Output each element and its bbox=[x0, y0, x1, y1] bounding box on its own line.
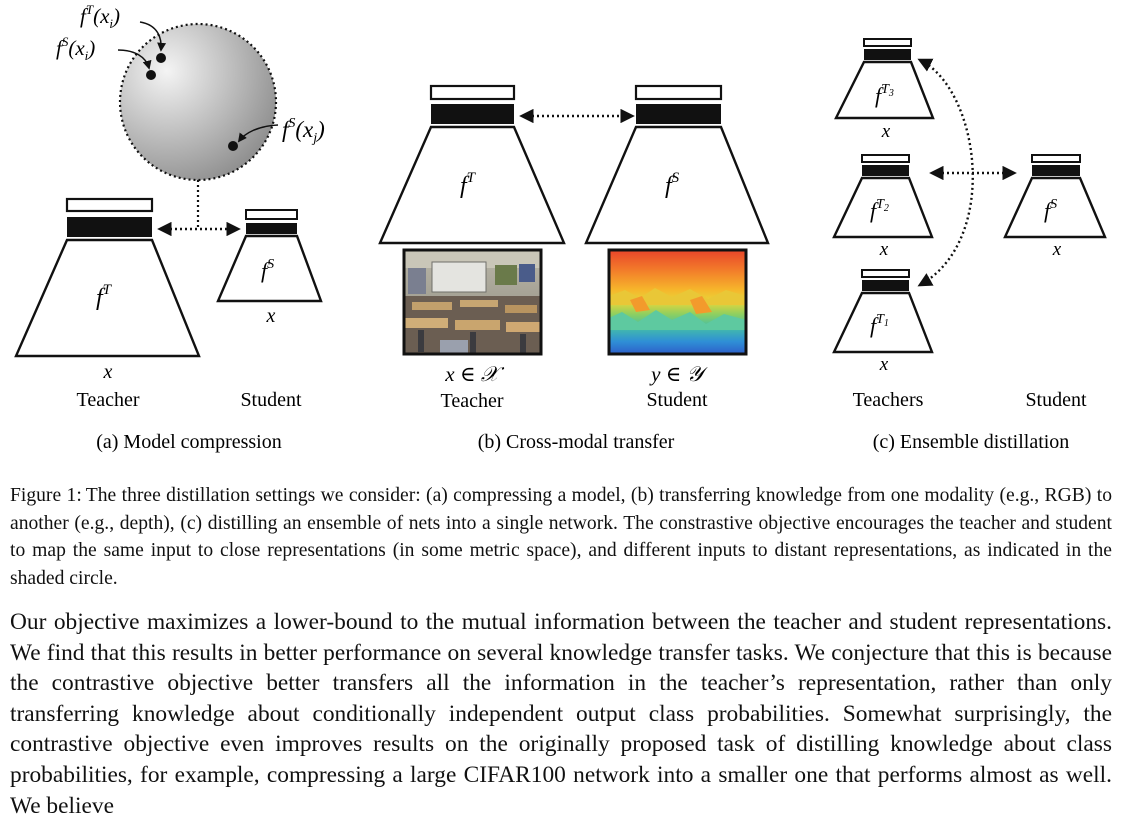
teacher2-output-box bbox=[861, 154, 910, 163]
body-paragraph: Our objective maximizes a lower-bound to… bbox=[10, 609, 1112, 819]
rgb-classroom-image bbox=[402, 248, 543, 356]
teacher2-func: fT2 bbox=[870, 197, 889, 223]
caption-a: (a) Model compression bbox=[96, 431, 282, 453]
teacher3-input: x bbox=[881, 121, 891, 142]
student-output-box-a bbox=[245, 209, 298, 220]
teacher-func-a: fT bbox=[96, 282, 113, 311]
student-output-box-b bbox=[634, 84, 723, 101]
teacher-feature-bar-b bbox=[431, 104, 514, 124]
student-network-b bbox=[584, 125, 770, 245]
teacher3-func: fT3 bbox=[875, 82, 894, 108]
embedding-sphere bbox=[118, 22, 278, 182]
student-input-a: x bbox=[266, 305, 276, 327]
teachers-label-c: Teachers bbox=[853, 389, 924, 411]
student-feature-bar-a bbox=[246, 223, 297, 234]
point-fT-xi bbox=[156, 53, 166, 63]
student-network-a bbox=[216, 234, 323, 303]
student-func-c: fS bbox=[1044, 197, 1057, 223]
panel-c: fT3 x fT2 x fT1 x fS x Teachers Student … bbox=[832, 38, 1107, 453]
pointer-arrow-fS-xj bbox=[237, 124, 279, 143]
teacher-input-b: x ∈ 𝒳 bbox=[444, 362, 504, 386]
label-fS-xj: fS(xj) bbox=[282, 116, 325, 146]
figure-caption-text: The three distillation settings we consi… bbox=[10, 485, 1112, 589]
point-fS-xj bbox=[228, 141, 238, 151]
teacher-output-box-a bbox=[65, 197, 154, 213]
teacher1-feature-bar bbox=[862, 280, 909, 291]
figure-caption-label: Figure 1: bbox=[10, 485, 82, 506]
caption-b: (b) Cross-modal transfer bbox=[478, 431, 675, 453]
student-label-c: Student bbox=[1025, 389, 1087, 411]
teacher-input-a: x bbox=[103, 361, 113, 383]
teacher-output-box-b bbox=[429, 84, 516, 101]
panel-a: fT(xi) fS(xi) fS(xj) fT x Teacher fS x S… bbox=[14, 2, 325, 453]
teacher2-input: x bbox=[879, 239, 889, 260]
teacher-label-b: Teacher bbox=[441, 390, 504, 412]
student-network-c bbox=[1003, 176, 1107, 239]
point-fS-xi bbox=[146, 70, 156, 80]
teacher-network-b bbox=[378, 125, 566, 245]
pointer-arrow-fS-xi bbox=[117, 49, 152, 70]
figure-1: fT(xi) fS(xi) fS(xj) fT x Teacher fS x S… bbox=[14, 2, 1107, 453]
student-input-b: y ∈ 𝒴 bbox=[649, 362, 708, 386]
student-input-c: x bbox=[1052, 239, 1062, 260]
teacher3-feature-bar bbox=[864, 49, 911, 60]
teacher3-teacher1-arc-arrow bbox=[917, 58, 974, 287]
student-func-a: fS bbox=[261, 257, 274, 283]
teacher-label-a: Teacher bbox=[77, 389, 140, 411]
student-feature-bar-b bbox=[636, 104, 721, 124]
teacher1-input: x bbox=[879, 354, 889, 375]
teacher1-func: fT1 bbox=[870, 312, 889, 338]
teacher3-output-box bbox=[863, 38, 912, 47]
student-feature-bar-c bbox=[1032, 165, 1080, 176]
student-output-box-c bbox=[1031, 154, 1081, 163]
caption-c: (c) Ensemble distillation bbox=[873, 431, 1070, 453]
student-func-b: fS bbox=[665, 170, 680, 199]
teacher-func-b: fT bbox=[460, 170, 477, 199]
teacher-feature-bar-a bbox=[67, 217, 152, 237]
figure-caption: Figure 1:The three distillation settings… bbox=[10, 482, 1112, 592]
student-label-a: Student bbox=[240, 389, 302, 411]
depth-image bbox=[607, 248, 748, 356]
teacher-network-a bbox=[14, 238, 201, 358]
label-fS-xi: fS(xi) bbox=[56, 34, 95, 63]
teacher1-network bbox=[832, 291, 934, 354]
label-fT-xi: fT(xi) bbox=[80, 2, 120, 31]
student-label-b: Student bbox=[646, 389, 708, 411]
teacher1-output-box bbox=[861, 269, 910, 278]
panel-b: fT fS bbox=[378, 84, 770, 453]
pointer-arrow-fT-xi bbox=[139, 21, 167, 52]
teacher2-feature-bar bbox=[862, 165, 909, 176]
